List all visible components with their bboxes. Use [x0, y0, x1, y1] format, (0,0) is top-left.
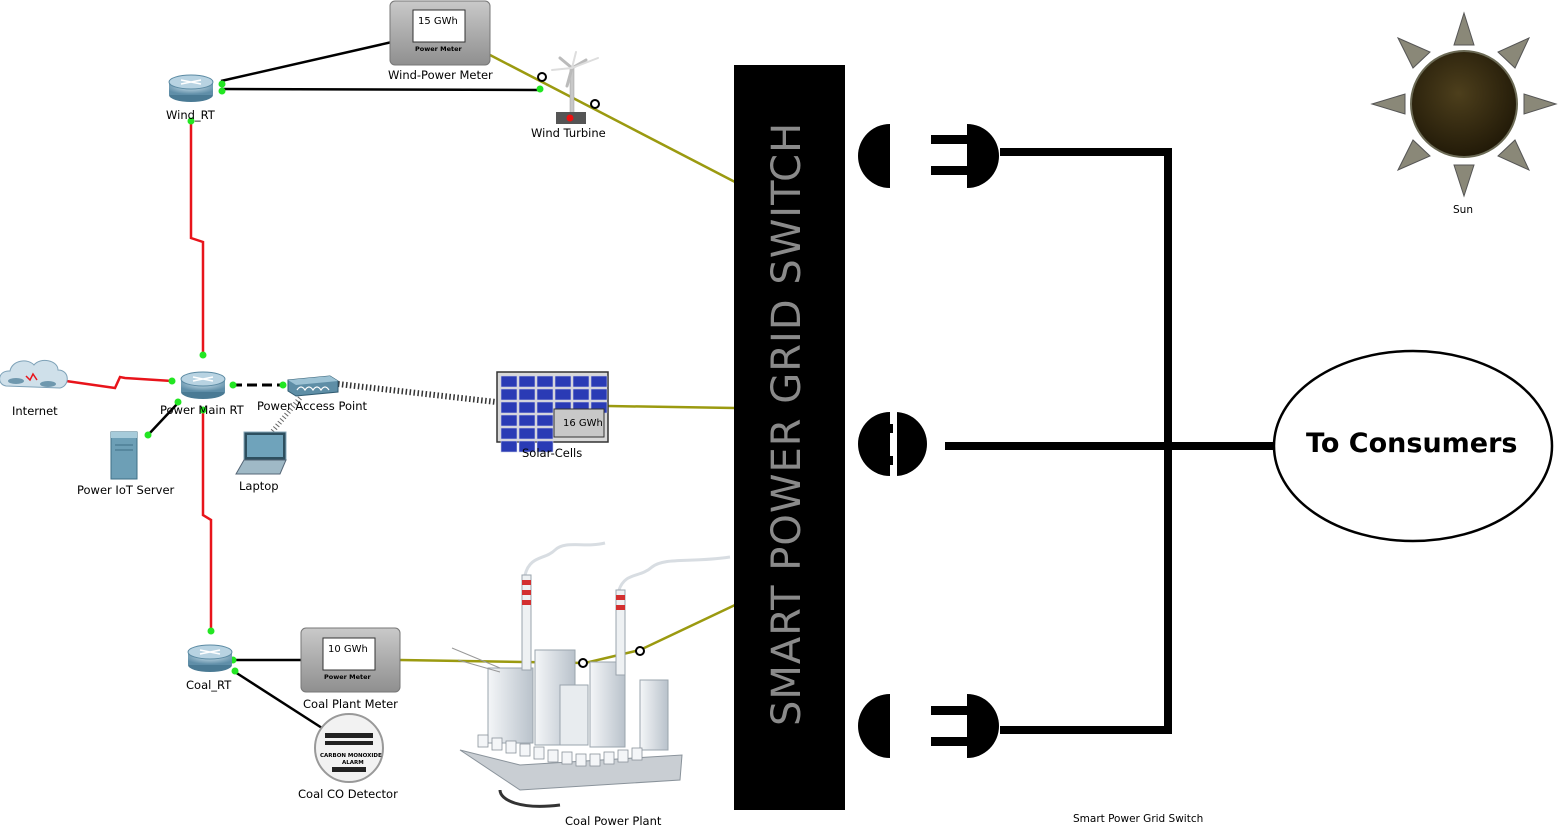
- coal-power-plant-label: Coal Power Plant: [565, 814, 662, 825]
- wind-power-meter-label: Wind-Power Meter: [388, 68, 493, 82]
- alarm-caption-2: ALARM: [342, 760, 364, 766]
- solar-cell: [536, 440, 554, 453]
- switch-body: [734, 65, 845, 810]
- solar-cell: [536, 401, 554, 414]
- laptop-label: Laptop: [239, 479, 279, 493]
- power-link-wind-meter-turbine: [489, 53, 736, 184]
- coal-plant-meter[interactable]: 10 GWh Power Meter: [300, 627, 401, 693]
- solar-cell: [518, 414, 536, 427]
- power-iot-server-label: Power IoT Server: [77, 483, 175, 497]
- solar-cell: [572, 375, 590, 388]
- copper-link-coal-rt-detector: [234, 670, 323, 730]
- port-dots: [144, 80, 544, 675]
- copper-link-main-server: [147, 402, 179, 436]
- power-access-point-icon[interactable]: [287, 375, 339, 397]
- links: [65, 40, 736, 730]
- solar-value: 16 GWh: [563, 418, 603, 429]
- power-connectors: [537, 72, 645, 668]
- coal-co-detector-icon[interactable]: CARBON MONOXIDE ALARM: [314, 713, 384, 783]
- internet-cloud-icon[interactable]: [0, 359, 68, 389]
- coal-rt-label: Coal_RT: [186, 678, 232, 692]
- power-main-rt-router[interactable]: [180, 371, 226, 399]
- solar-cells-panel[interactable]: 16 GWh: [496, 371, 609, 453]
- coal-meter-value: 10 GWh: [328, 644, 368, 655]
- coal-meter-caption: Power Meter: [324, 673, 372, 681]
- solar-cell: [518, 440, 536, 453]
- alarm-caption-1: CARBON MONOXIDE: [320, 753, 382, 759]
- solar-cell: [572, 388, 590, 401]
- smart-power-grid-switch[interactable]: SMART POWER GRID SWITCH: [734, 65, 1275, 810]
- socket-top: [858, 124, 890, 188]
- consumer-cables: [945, 148, 1275, 734]
- wind-meter-caption: Power Meter: [415, 45, 463, 53]
- solar-cell: [500, 414, 518, 427]
- coal-plant-meter-label: Coal Plant Meter: [303, 697, 398, 711]
- wind-rt-router[interactable]: [168, 74, 214, 102]
- solar-cell: [500, 401, 518, 414]
- wind-rt-label: Wind_RT: [166, 108, 216, 122]
- copper-link-wind-rt-meter: [220, 40, 393, 83]
- sun-icon[interactable]: [1370, 11, 1558, 198]
- power-link-solar-switch: [607, 404, 736, 410]
- solar-cell: [536, 427, 554, 440]
- socket-middle: [858, 412, 890, 476]
- sun-label: Sun: [1453, 204, 1473, 216]
- solar-cell: [536, 388, 554, 401]
- serial-link-wind-main: [189, 120, 205, 355]
- copper-link-wind-rt-turbine: [220, 87, 541, 92]
- power-iot-server-icon[interactable]: [110, 431, 138, 480]
- serial-link-internet-main: [65, 375, 173, 390]
- serial-link-main-coal: [201, 410, 213, 630]
- plug-bottom-icon: [931, 694, 999, 758]
- solar-cell: [518, 388, 536, 401]
- power-link-coal-meter-plant-switch: [399, 603, 736, 665]
- solar-cell: [500, 388, 518, 401]
- power-main-rt-label: Power Main RT: [160, 403, 245, 417]
- wind-turbine-icon[interactable]: [551, 51, 599, 124]
- consumers-node[interactable]: To Consumers: [1272, 349, 1554, 543]
- solar-cell: [590, 388, 608, 401]
- coal-rt-router[interactable]: [187, 644, 233, 672]
- plug-top-icon: [931, 124, 999, 188]
- solar-cell: [500, 375, 518, 388]
- solar-cell: [590, 375, 608, 388]
- laptop-icon[interactable]: [235, 431, 287, 475]
- solar-cell: [500, 427, 518, 440]
- wind-meter-value: 15 GWh: [418, 16, 458, 27]
- solar-cell: [554, 388, 572, 401]
- solar-cell: [518, 375, 536, 388]
- solar-cell: [554, 375, 572, 388]
- switch-title: SMART POWER GRID SWITCH: [764, 122, 810, 726]
- wireless-link-ap-solar: [337, 381, 497, 405]
- wireless-link-ap-laptop: [270, 396, 302, 434]
- consumers-label: To Consumers: [1306, 428, 1518, 459]
- solar-cells-label: Solar-Cells: [522, 446, 582, 460]
- solar-cell: [536, 414, 554, 427]
- solar-cell: [500, 440, 518, 453]
- solar-cell: [518, 427, 536, 440]
- coal-co-detector-label: Coal CO Detector: [298, 787, 398, 801]
- switch-caption: Smart Power Grid Switch: [1073, 813, 1203, 825]
- wind-power-meter[interactable]: 15 GWh Power Meter: [389, 0, 491, 66]
- solar-cell: [518, 401, 536, 414]
- plug-middle-icon[interactable]: [866, 412, 927, 476]
- coal-power-plant-icon[interactable]: [451, 541, 731, 808]
- wind-turbine-label: Wind Turbine: [531, 126, 606, 140]
- socket-bottom: [858, 694, 890, 758]
- power-access-point-label: Power Access Point: [257, 399, 367, 413]
- solar-cell: [536, 375, 554, 388]
- internet-label: Internet: [12, 404, 58, 418]
